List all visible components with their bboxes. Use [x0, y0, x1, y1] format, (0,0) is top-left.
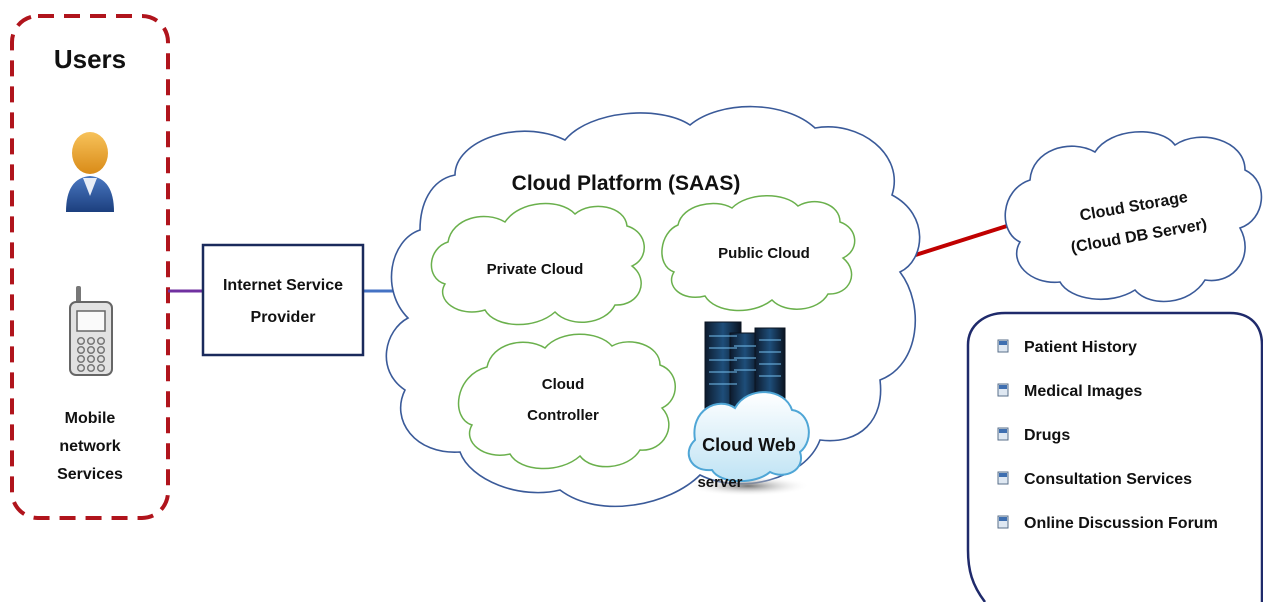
- controller-label-line-2: Controller: [527, 407, 599, 424]
- services-box: [966, 311, 1263, 603]
- public-cloud-label: Public Cloud: [718, 245, 810, 262]
- public-cloud-shape: [661, 195, 856, 312]
- platform-storage-link: [905, 223, 1011, 260]
- server-rack-icon: [686, 321, 810, 496]
- document-bullet-icon: [997, 339, 1009, 353]
- mobile-label-line-3: Services: [57, 466, 123, 483]
- controller-label-line-1: Cloud: [542, 376, 585, 393]
- platform-title: Cloud Platform (SAAS): [512, 172, 741, 195]
- mobile-label-line-1: Mobile: [65, 410, 116, 427]
- mobile-phone-icon: [69, 286, 113, 376]
- mobile-label-line-2: network: [59, 438, 120, 455]
- web-server-label-line-2: server: [697, 474, 742, 491]
- user-avatar-icon: [66, 132, 114, 212]
- document-bullet-icon: [997, 515, 1009, 529]
- document-bullet-icon: [997, 383, 1009, 397]
- web-server-label-line-1: Cloud Web: [702, 435, 796, 455]
- cloud-storage-shape: [1004, 130, 1263, 303]
- users-title: Users: [54, 44, 126, 74]
- isp-label-line-2: Provider: [251, 309, 316, 326]
- service-item: Medical Images: [1024, 383, 1142, 400]
- users-group-box: [10, 14, 170, 520]
- private-cloud-shape: [430, 202, 645, 326]
- service-item: Consultation Services: [1024, 471, 1192, 488]
- document-bullet-icon: [997, 471, 1009, 485]
- private-cloud-label: Private Cloud: [487, 261, 584, 278]
- isp-label-line-1: Internet Service: [223, 277, 343, 294]
- document-bullet-icon: [997, 427, 1009, 441]
- service-item: Online Discussion Forum: [1024, 515, 1218, 532]
- isp-box: [201, 243, 365, 357]
- service-item: Drugs: [1024, 427, 1070, 444]
- service-item: Patient History: [1024, 339, 1137, 356]
- cloud-controller-shape: [457, 333, 676, 470]
